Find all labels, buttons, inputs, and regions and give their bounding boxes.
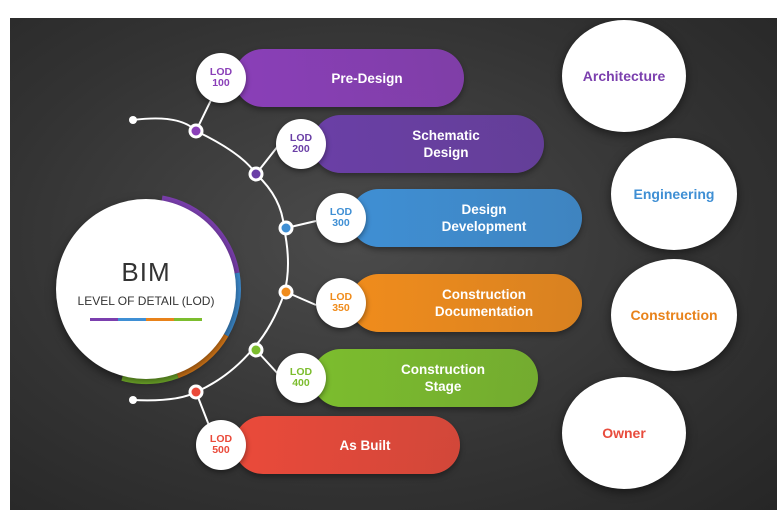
diagram-canvas: BIM LEVEL OF DETAIL (LOD) Pre-Design LOD…	[10, 18, 777, 510]
lod-badge-100: LOD 100	[196, 53, 246, 103]
node-dot-inner	[191, 126, 201, 136]
stage-label: Pre-Design	[331, 70, 403, 86]
stage-schematic-design: Schematic Design	[312, 115, 544, 173]
stage-label: Schematic Design	[412, 128, 480, 160]
bar-segment-purple	[90, 318, 118, 321]
bim-hub-inner: BIM LEVEL OF DETAIL (LOD)	[56, 199, 236, 379]
arc-end-dot	[129, 396, 137, 404]
bim-title: BIM	[121, 257, 171, 287]
bar-segment-green	[174, 318, 202, 321]
stage-construction-stage: Construction Stage	[312, 349, 538, 407]
bar-segment-blue	[118, 318, 146, 321]
stage-label: As Built	[339, 437, 391, 453]
node-dot-inner	[251, 345, 261, 355]
stage-construction-documentation: Construction Documentation	[350, 274, 582, 332]
stage-as-built: As Built	[234, 416, 460, 474]
stage-label: Design Development	[441, 202, 527, 234]
connector-lines	[129, 95, 317, 429]
lod-badge-300: LOD 300	[316, 193, 366, 243]
role-engineering: Engineering	[611, 138, 737, 250]
lod-badge-500: LOD 500	[196, 420, 246, 470]
node-dot-inner	[281, 287, 291, 297]
lod-badge-200: LOD 200	[276, 119, 326, 169]
lod-badge-400: LOD 400	[276, 353, 326, 403]
bim-subtitle: LEVEL OF DETAIL (LOD)	[77, 294, 215, 308]
stage-label: Construction Documentation	[434, 287, 534, 319]
role-architecture: Architecture	[562, 20, 686, 132]
lod-badge-350: LOD 350	[316, 278, 366, 328]
stage-label: Construction Stage	[401, 362, 485, 394]
arc-end-dot	[129, 116, 137, 124]
node-dot-inner	[251, 169, 261, 179]
stage-pre-design: Pre-Design	[234, 49, 464, 107]
role-owner: Owner	[562, 377, 686, 489]
stage-design-development: Design Development	[350, 189, 582, 247]
role-construction: Construction	[611, 259, 737, 371]
node-dot-inner	[191, 387, 201, 397]
node-dot-inner	[281, 223, 291, 233]
bar-segment-orange	[146, 318, 174, 321]
bim-hub: BIM LEVEL OF DETAIL (LOD)	[46, 189, 246, 389]
bim-color-bar	[90, 318, 202, 321]
